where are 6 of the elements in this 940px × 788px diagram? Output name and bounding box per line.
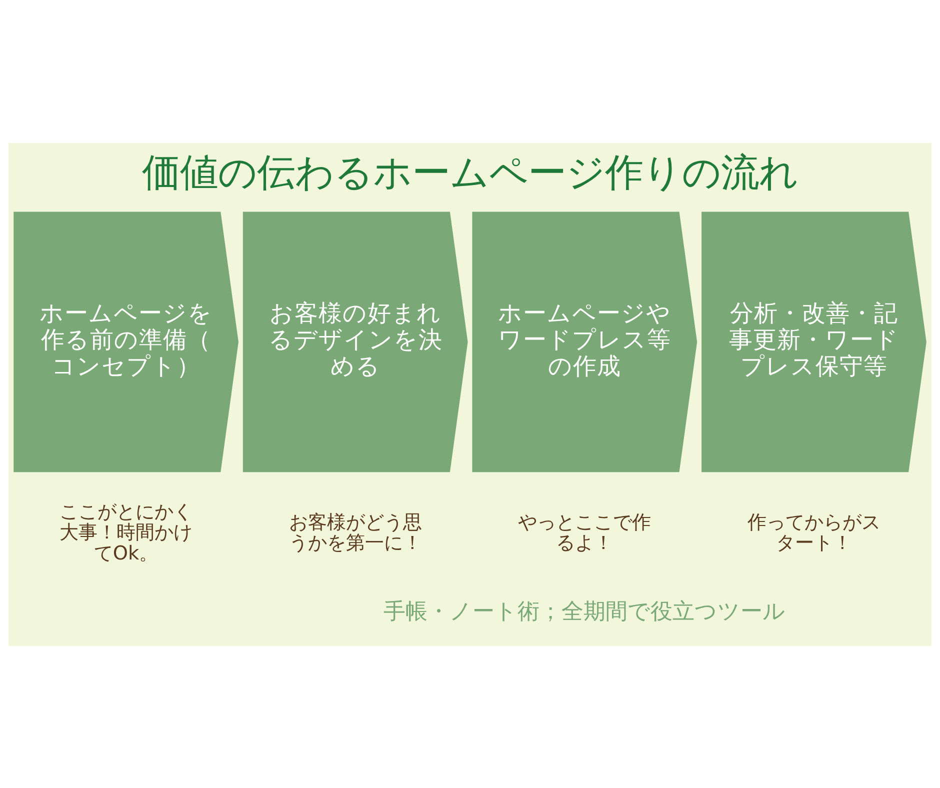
node-label: お客様がどう思うかを第一に！ [288, 510, 422, 554]
label: 手帳・ノート術；全期間で役立つツール [384, 598, 786, 624]
diagram-title: 価値の伝わるホームページ作りの流れ [142, 150, 798, 196]
node-label: 作ってからがスタート！ [747, 510, 880, 554]
node-label: ここがとにかく大事！時間かけてOk。 [60, 499, 193, 564]
node-label: やっとここで作るよ！ [518, 510, 652, 554]
